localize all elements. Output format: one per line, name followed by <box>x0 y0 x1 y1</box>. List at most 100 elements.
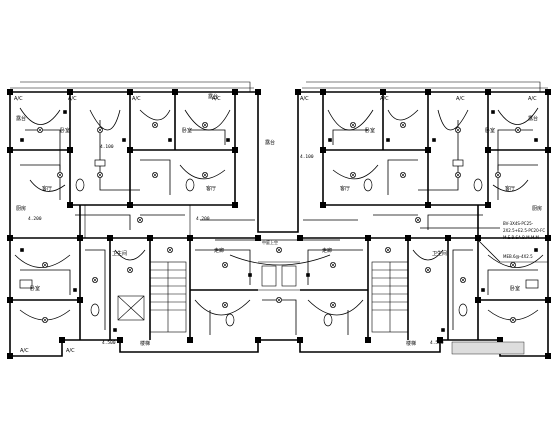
legend-line-4: MEB.6@-4X2.5 <box>503 254 533 259</box>
column <box>127 89 133 95</box>
label-bedroom: 卧室 <box>510 285 520 292</box>
stair-right <box>371 261 409 333</box>
socket-icon <box>168 138 172 142</box>
column <box>437 337 443 343</box>
column <box>545 297 551 303</box>
column <box>7 235 13 241</box>
light-fixture-cross <box>152 172 158 178</box>
column <box>7 147 13 153</box>
electrical-fixtures <box>20 110 538 332</box>
light-fixture-cross <box>425 267 431 273</box>
partitions-left <box>10 92 258 340</box>
label-balcony: 露台 <box>208 93 218 100</box>
column <box>295 89 301 95</box>
light-fixture-cross <box>152 122 158 128</box>
light-fixture-cross <box>400 122 406 128</box>
column <box>117 337 123 343</box>
column <box>232 147 238 153</box>
label-bedroom: 卧室 <box>30 285 40 292</box>
column <box>232 202 238 208</box>
label-ac: A/C <box>20 348 29 354</box>
light-fixture-cross <box>222 302 228 308</box>
light-fixture-cross <box>42 262 48 268</box>
partitions-right <box>300 92 548 340</box>
elevation-mark: 4.200 <box>196 216 210 222</box>
label-void: 中庭上空 <box>262 239 278 245</box>
column <box>7 353 13 359</box>
building-outline <box>9 81 549 357</box>
light-fixture-cross <box>385 247 391 253</box>
label-bedroom: 卧室 <box>365 127 375 134</box>
label-corridor: 走廊 <box>214 247 224 254</box>
elevation-mark: 4.500 <box>102 340 116 346</box>
column <box>425 147 431 153</box>
column <box>67 147 73 153</box>
column <box>59 337 65 343</box>
column <box>187 337 193 343</box>
label-ac: A/C <box>528 96 537 102</box>
light-fixture-cross <box>455 172 461 178</box>
label-bedroom: 卧室 <box>485 127 495 134</box>
label-ac: A/C <box>66 348 75 354</box>
light-fixture-cross <box>400 172 406 178</box>
light-fixture-cross <box>167 247 173 253</box>
label-bath: 卫生间 <box>112 250 127 257</box>
column <box>297 337 303 343</box>
label-kitchen: 厨房 <box>532 205 542 212</box>
socket-icon <box>534 248 538 252</box>
column <box>255 235 261 241</box>
socket-icon <box>248 273 252 277</box>
column <box>380 89 386 95</box>
light-fixture-cross <box>276 297 282 303</box>
label-ac: A/C <box>212 96 221 102</box>
light-fixture-cross <box>350 172 356 178</box>
column <box>545 147 551 153</box>
socket-icon <box>306 273 310 277</box>
socket-icon <box>432 138 436 142</box>
column <box>255 337 261 343</box>
light-fixture-cross <box>515 127 521 133</box>
elevation-mark: 4.100 <box>300 154 314 160</box>
column <box>545 353 551 359</box>
label-balcony: 露台 <box>16 115 26 122</box>
label-stair: 楼梯 <box>140 340 150 347</box>
label-balcony: 露台 <box>528 115 538 122</box>
light-fixture-cross <box>97 172 103 178</box>
light-fixture-cross <box>222 262 228 268</box>
socket-icon <box>122 138 126 142</box>
socket-icon <box>386 138 390 142</box>
label-ac: A/C <box>14 96 23 102</box>
socket-icon <box>20 248 24 252</box>
light-fixture-cross <box>415 217 421 223</box>
wire-spec-legend: BV-3X4S-PC25- 2X2.5+E2.5-PC20-FC M.E.B.S… <box>500 221 548 263</box>
column <box>77 235 83 241</box>
room-labels: A/C A/C A/C A/C A/C A/C A/C A/C A/C A/C … <box>14 93 542 354</box>
column <box>425 202 431 208</box>
light-fixture-cross <box>350 122 356 128</box>
column <box>107 235 113 241</box>
label-living: 客厅 <box>42 185 52 192</box>
light-fixture-cross <box>510 317 516 323</box>
column <box>67 202 73 208</box>
column <box>320 202 326 208</box>
elevation-labels: 4.100 4.100 4.200 4.200 4.500 4.500 <box>28 144 444 346</box>
column <box>445 235 451 241</box>
light-fixture-cross <box>92 277 98 283</box>
light-fixture-cross <box>57 172 63 178</box>
socket-icon <box>328 138 332 142</box>
column <box>475 235 481 241</box>
column <box>425 89 431 95</box>
label-balcony: 露台 <box>265 139 275 146</box>
column <box>497 337 503 343</box>
light-fixture-cross <box>42 317 48 323</box>
label-ac: A/C <box>380 96 389 102</box>
column <box>475 297 481 303</box>
light-fixture-cross <box>510 262 516 268</box>
column <box>320 89 326 95</box>
stair-left <box>117 261 187 333</box>
light-fixture-cross <box>330 262 336 268</box>
elevation-mark: 4.500 <box>430 340 444 346</box>
light-fixture-cross <box>97 127 103 133</box>
label-ac: A/C <box>132 96 141 102</box>
socket-icon <box>20 138 24 142</box>
